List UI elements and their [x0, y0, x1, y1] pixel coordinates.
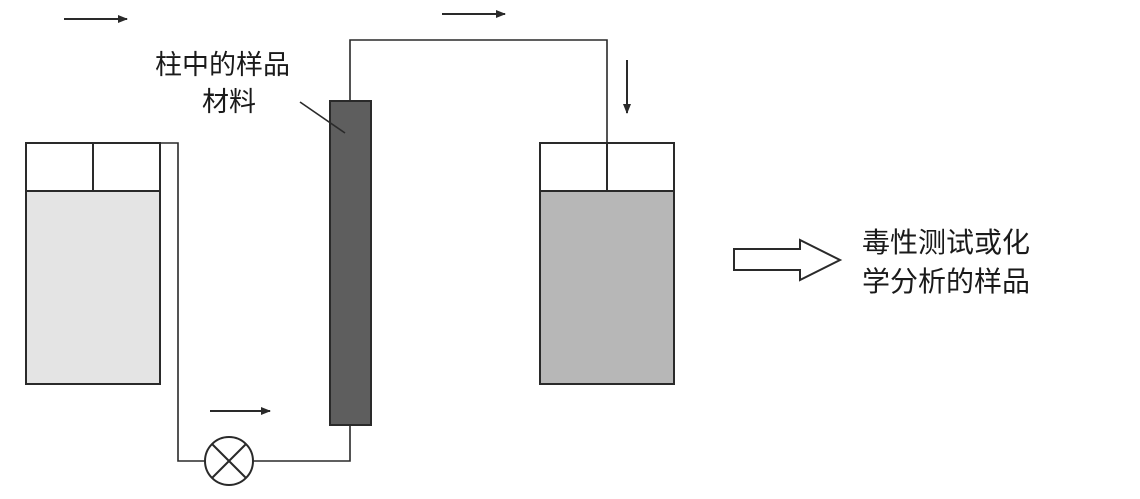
circle-x-pump-icon: [204, 436, 254, 486]
sample-column: [329, 100, 372, 426]
outlet-pipe: [349, 39, 608, 143]
inlet-pipe: [160, 142, 205, 462]
column-label-line1: 柱中的样品: [155, 50, 290, 81]
receiving-tank: [539, 142, 675, 385]
column-label-line2: 材料: [202, 87, 256, 118]
output-label-line2: 学分析的样品: [862, 265, 1030, 298]
receiving-tank-lid-right: [606, 142, 675, 192]
pump-to-column-pipe: [253, 425, 351, 462]
output-label-line1: 毒性测试或化: [862, 226, 1030, 259]
receiving-tank-lid-left: [539, 142, 608, 192]
hollow-right-arrow-icon: [733, 238, 843, 282]
source-tank-lid-left: [25, 142, 94, 192]
source-tank-lid-right: [92, 142, 161, 192]
column-label-leader: [299, 101, 346, 134]
source-tank: [25, 142, 161, 385]
